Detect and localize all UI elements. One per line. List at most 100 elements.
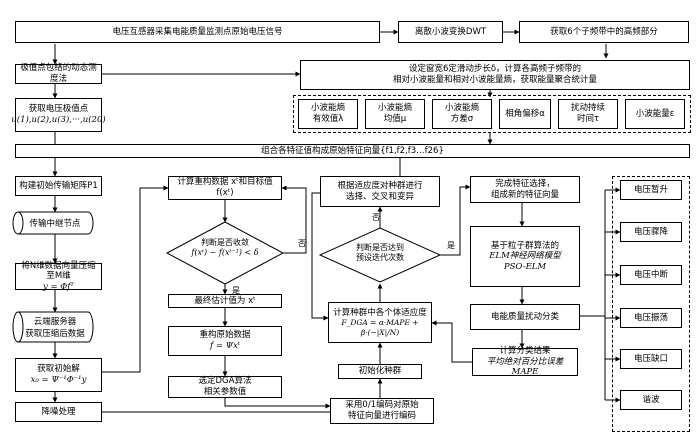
feature-2-l2: 均值μ (384, 114, 406, 125)
feature-2-l1: 小波能熵 (378, 103, 412, 114)
pso-line2: ELM神经网络模型 (489, 251, 561, 262)
compress-line2: y = Φfᵀ (43, 282, 74, 293)
feature-select-line2: 组成新的特征向量 (491, 190, 559, 201)
final-estimate-text: 最终估计值为 xᵗ (194, 296, 255, 307)
feature-3-l2: 方差σ (451, 114, 473, 125)
cloud-text: 云端服务器 获取压缩后数据 (22, 312, 88, 342)
output-1-text: 电压暂升 (634, 185, 668, 196)
denoise-text: 降噪处理 (41, 407, 75, 418)
output-1: 电压暂升 (620, 180, 682, 200)
reconstruct-data-box: 重构原始数据 f = Ψxᵗ (168, 326, 282, 356)
final-estimate-box: 最终估计值为 xᵗ (168, 294, 282, 308)
ga-select-box: 根据适应度对种群进行 选择、交叉和变异 (320, 176, 440, 207)
feature-5-l2: 时间τ (577, 114, 599, 125)
iteration-text: 判断是否达到 预设迭代次数 (330, 243, 430, 264)
select-dga-line1: 选定DGA算法 (199, 376, 252, 387)
iter-yes-label: 是 (447, 240, 455, 251)
encode-line2: 特征向量进行编码 (348, 411, 416, 422)
cloud-line2: 获取压缩后数据 (25, 327, 85, 339)
envelope-box: 极值点包络的动态测度法 (15, 64, 102, 84)
pso-line1: 基于粒子群算法的 (491, 241, 559, 252)
dwt-text: 离散小波变换DWT (415, 27, 486, 38)
envelope-text: 极值点包络的动态测度法 (18, 63, 99, 84)
high-freq-box: 获取6个子频带中的高频部分 (519, 21, 689, 43)
dwt-box: 离散小波变换DWT (398, 21, 503, 43)
denoise-box: 降噪处理 (15, 402, 102, 422)
extreme-points-line1: 获取电压极值点 (29, 104, 89, 115)
feature-box-3: 小波能熵方差σ (432, 99, 492, 129)
feature-calc-line2: 相对小波能量和相对小波能量熵，获取能量聚合统计量 (393, 75, 597, 86)
output-4: 电压振荡 (620, 308, 682, 328)
iter-no-label: 否 (372, 212, 380, 223)
combine-box: 组合各特征值构成原始特征向量{f1,f2,f3…f26} (15, 144, 690, 158)
encode-box: 采用0/1编码对原始 特征向量进行编码 (330, 398, 434, 424)
ga-select-line1: 根据适应度对种群进行 (337, 181, 422, 192)
select-dga-box: 选定DGA算法 相关参数值 (168, 376, 282, 398)
output-5-text: 电压缺口 (634, 354, 668, 365)
pso-elm-box: 基于粒子群算法的 ELM神经网络模型 PSO-ELM (470, 226, 580, 287)
feature-1-l2: 有效值λ (313, 114, 344, 125)
feature-box-6: 小波能量ε (625, 99, 685, 129)
calc-reconstruct-text: 计算重构数据 xᵗ和目标值 f(xᵗ) (171, 177, 279, 198)
extreme-points-line2: u(1),u(2),u(3),···,u(20) (11, 115, 105, 126)
output-3-text: 电压中断 (634, 270, 668, 281)
reconstruct-line2: f = Ψxᵗ (210, 341, 240, 352)
feature-select-line1: 完成特征选择， (495, 179, 555, 190)
iteration-line2: 预设迭代次数 (356, 253, 404, 262)
initial-solution-box: 获取初始解 x₀ = Ψ⁻¹Φ⁻¹y (15, 358, 102, 392)
extreme-points-box: 获取电压极值点 u(1),u(2),u(3),···,u(20) (15, 98, 102, 132)
compress-box: 将N维数据向量压缩至M维 y = Φfᵀ (15, 263, 102, 290)
init-population-text: 初始化种群 (359, 366, 402, 377)
build-matrix-box: 构建初始传输矩阵P1 (15, 176, 102, 196)
feature-4-l1: 相角偏移α (505, 109, 545, 120)
converge-no-label: 否 (298, 238, 306, 249)
init-population-box: 初始化种群 (338, 364, 422, 379)
iteration-line1: 判断是否达到 (356, 243, 404, 252)
classify-box: 电能质量扰动分类 (470, 304, 580, 330)
calc-reconstruct-box: 计算重构数据 xᵗ和目标值 f(xᵗ) (168, 176, 282, 200)
select-dga-line2: 相关参数值 (204, 387, 247, 398)
converge-text: 判断是否收敛 f(xᵗ) − f(xᵗ⁻¹) < δ (172, 238, 278, 259)
feature-box-4: 相角偏移α (499, 99, 551, 129)
feature-calc-line1: 设定窗宽6定滑动步长δ，计算各高频子频带的 (409, 64, 581, 75)
converge-line2: f(xᵗ) − f(xᵗ⁻¹) < δ (191, 248, 258, 257)
encode-line1: 采用0/1编码对原始 (345, 400, 418, 411)
output-6-text: 谐波 (642, 395, 659, 406)
output-3: 电压中断 (620, 265, 682, 285)
compress-line1: 将N维数据向量压缩至M维 (18, 261, 99, 282)
reconstruct-line1: 重构原始数据 (199, 330, 250, 341)
build-matrix-text: 构建初始传输矩阵P1 (19, 181, 98, 192)
output-6: 谐波 (620, 390, 682, 410)
feature-box-1: 小波能熵有效值λ (298, 99, 358, 129)
initial-solution-line2: x₀ = Ψ⁻¹Φ⁻¹y (31, 375, 87, 386)
output-4-text: 电压振荡 (634, 313, 668, 324)
result-box: 计算分类结果 平均绝对百分比误差MAPE (472, 348, 578, 376)
result-line1: 计算分类结果 (499, 346, 550, 357)
converge-line1: 判断是否收敛 (201, 238, 249, 247)
feature-5-l1: 扰动持续 (571, 103, 605, 114)
classify-text: 电能质量扰动分类 (491, 312, 559, 323)
feature-box-2: 小波能熵均值μ (365, 99, 425, 129)
feature-3-l1: 小波能熵 (445, 103, 479, 114)
output-2-text: 电压骤降 (634, 227, 668, 238)
combine-text: 组合各特征值构成原始特征向量{f1,f2,f3…f26} (261, 146, 444, 157)
output-5: 电压缺口 (620, 349, 682, 369)
voltage-source-text: 电压互感器采集电能质量监测点原始电压信号 (112, 27, 282, 38)
relay-text: 传输中继节点 (22, 212, 88, 234)
output-2: 电压骤降 (620, 222, 682, 242)
voltage-source-box: 电压互感器采集电能质量监测点原始电压信号 (15, 21, 380, 43)
fitness-line1: 计算种群中各个体适应度 (333, 308, 427, 319)
initial-solution-line1: 获取初始解 (37, 364, 80, 375)
feature-1-l1: 小波能熵 (311, 103, 345, 114)
feature-6-l1: 小波能量ε (636, 109, 675, 120)
fitness-line2: F_DGA = α·MAPE + β·(−|X|/N) (331, 318, 429, 337)
high-freq-text: 获取6个子频带中的高频部分 (550, 27, 657, 38)
result-line2: 平均绝对百分比误差MAPE (475, 357, 575, 378)
ga-select-line2: 选择、交叉和变异 (346, 192, 414, 203)
cloud-line1: 云端服务器 (34, 315, 77, 327)
feature-calc-box: 设定窗宽6定滑动步长δ，计算各高频子频带的 相对小波能量和相对小波能量熵，获取能… (300, 60, 690, 90)
feature-select-box: 完成特征选择， 组成新的特征向量 (470, 176, 580, 203)
pso-line3: PSO-ELM (504, 262, 546, 273)
fitness-box: 计算种群中各个体适应度 F_DGA = α·MAPE + β·(−|X|/N) (328, 302, 432, 343)
feature-box-5: 扰动持续时间τ (558, 99, 618, 129)
